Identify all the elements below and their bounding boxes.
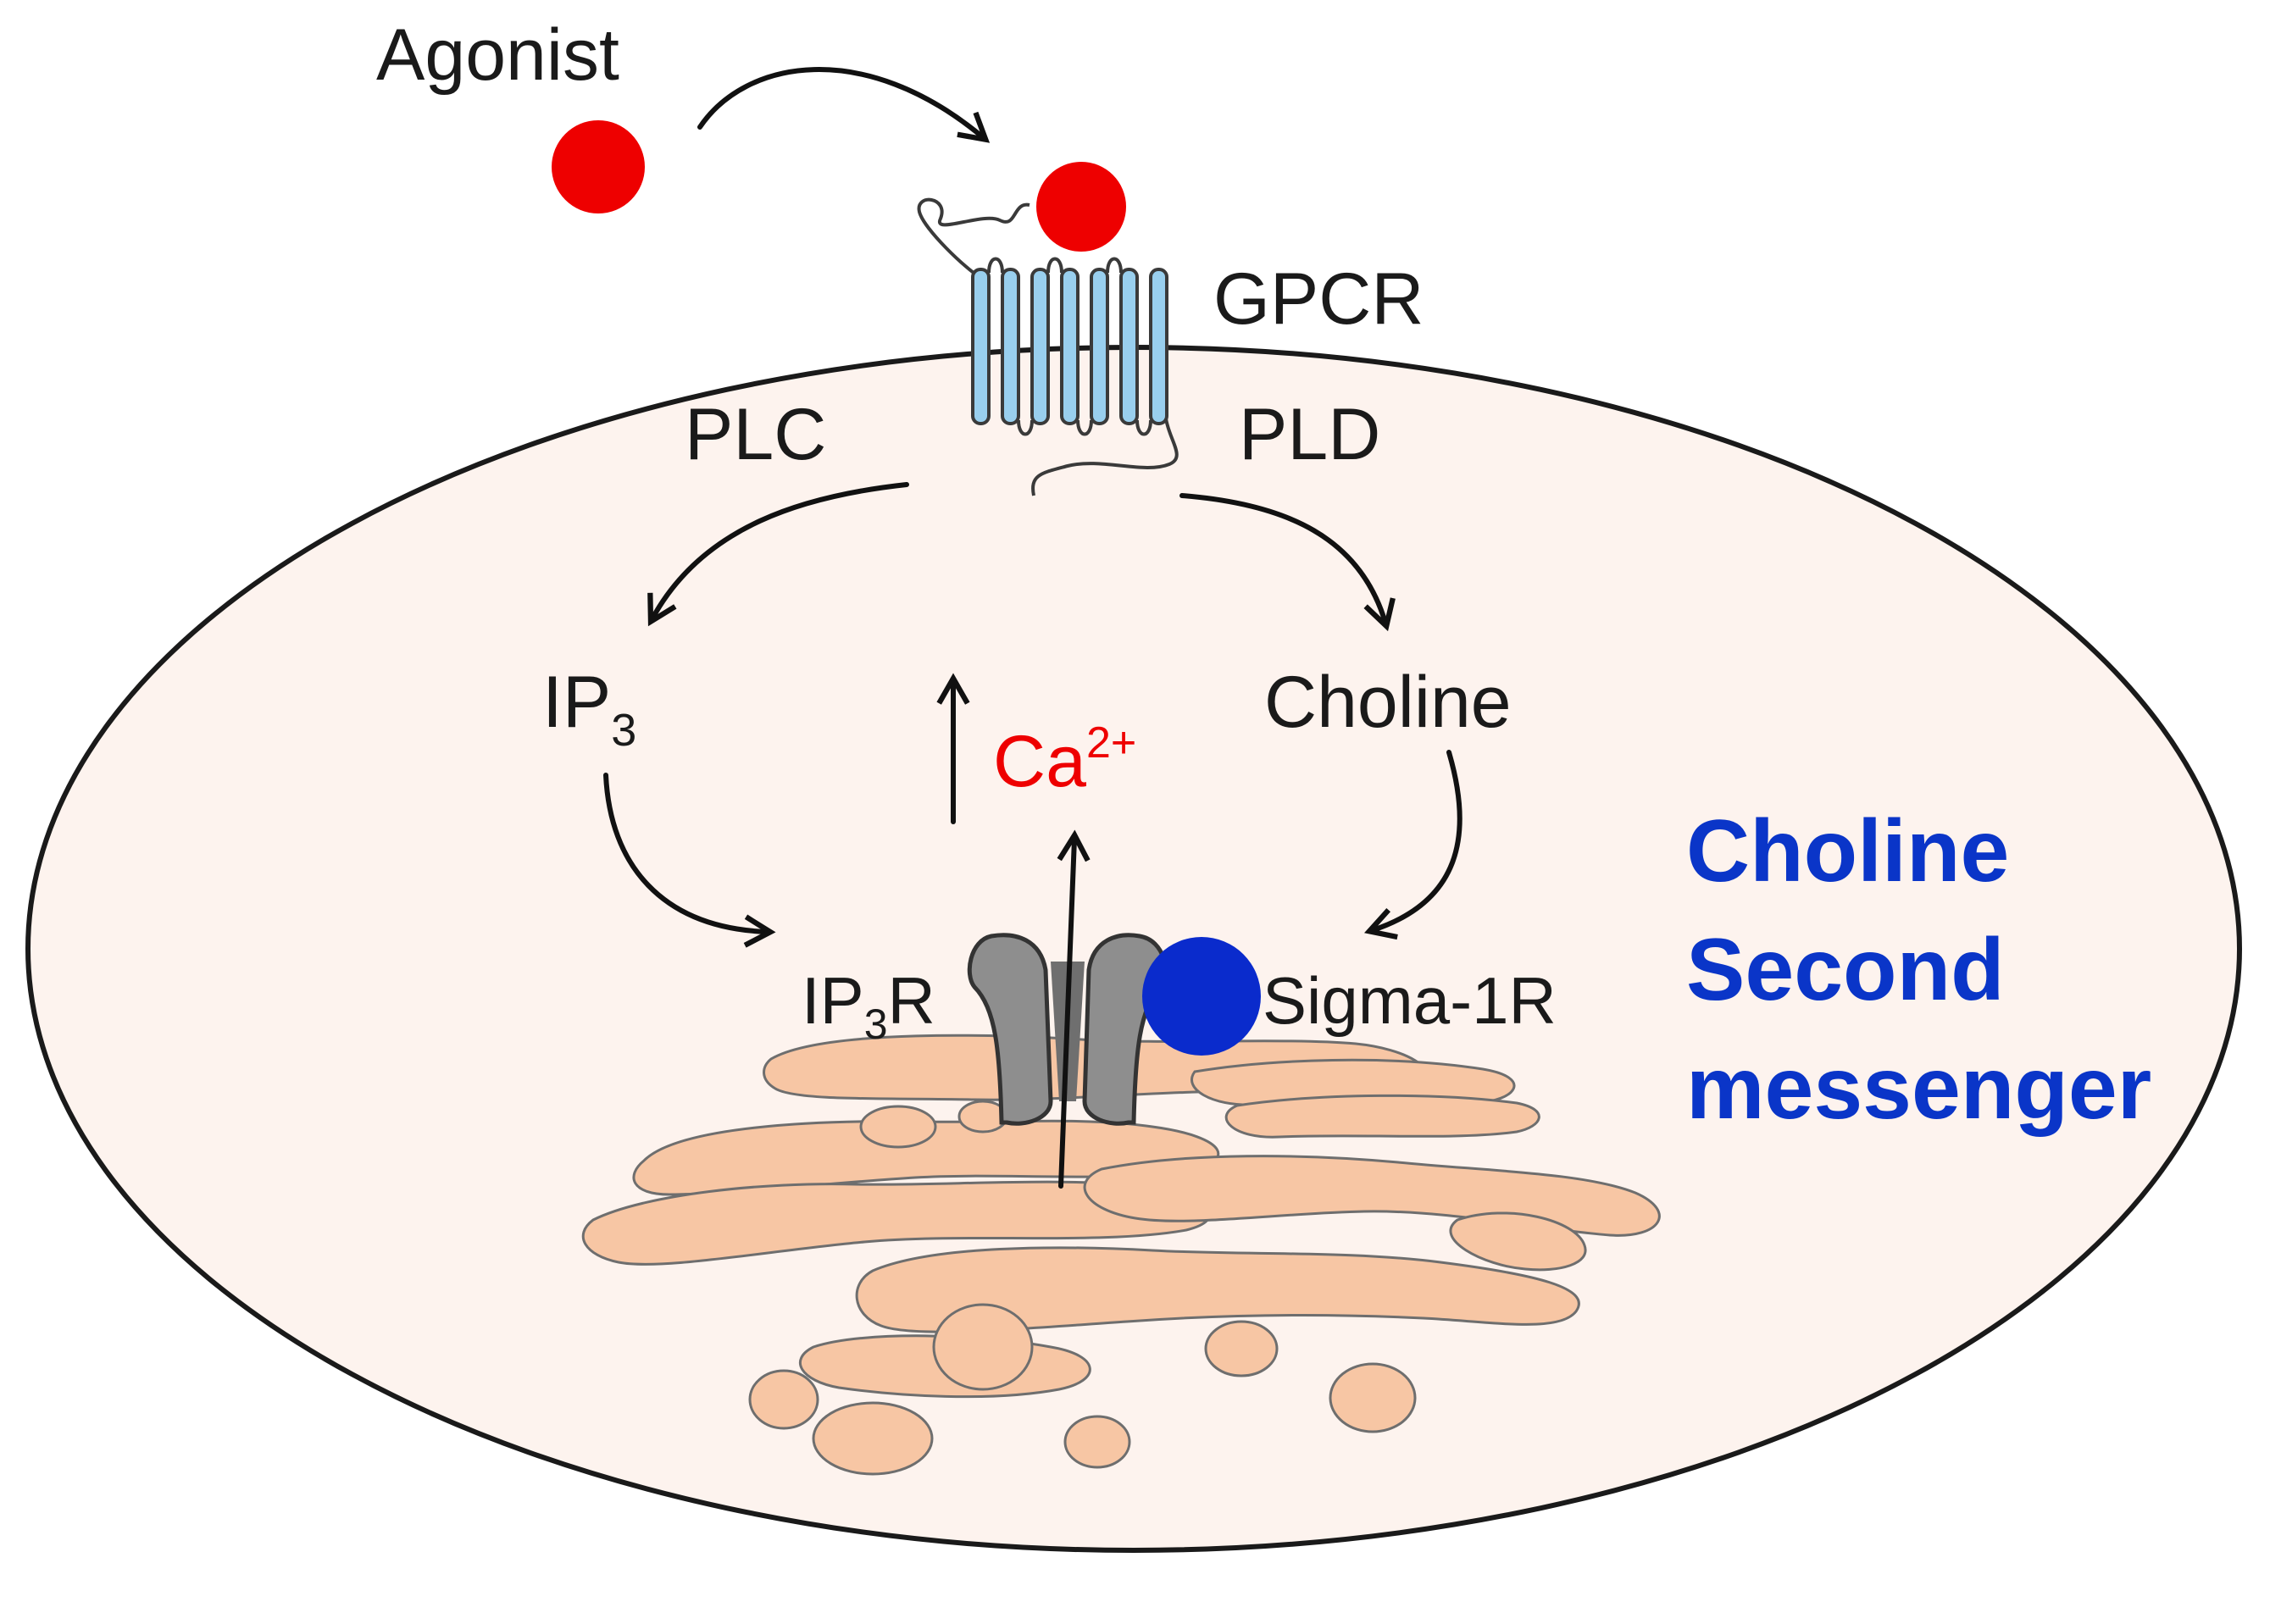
- bound-agonist-dot: [1036, 162, 1126, 252]
- er-vesicle-5: [1329, 1362, 1417, 1433]
- ip3-label: IP3: [542, 662, 636, 756]
- gpcr-bottom-loops: [1017, 419, 1152, 436]
- er-cistern-3: [1224, 1094, 1540, 1139]
- er-vesicle-6: [748, 1369, 819, 1430]
- ip3r-channel-icon: [967, 933, 1168, 1126]
- choline-second-messenger-line2: Second: [1686, 921, 2005, 1019]
- pld-to-choline-arrow: [1179, 493, 1396, 632]
- calcium-label: Ca2+: [993, 718, 1136, 802]
- agonist-binding-arrow: [697, 67, 991, 143]
- endoplasmic-reticulum-icon: [581, 1034, 1661, 1476]
- calcium-main: Ca: [993, 721, 1086, 802]
- ip3-main: IP: [542, 662, 611, 743]
- choline-second-messenger-line1: Choline: [1686, 802, 2009, 901]
- gpcr-n-terminus: [917, 197, 1030, 280]
- plc-label: PLC: [685, 394, 826, 475]
- gpcr-helix-4: [1060, 268, 1079, 425]
- plc-to-ip3-arrow: [647, 482, 909, 627]
- gpcr-top-loops: [987, 257, 1123, 274]
- choline-to-sigma-arrow: [1363, 750, 1462, 940]
- ip3r-tail: R: [888, 963, 935, 1038]
- agonist-dot: [552, 120, 645, 213]
- er-vesicle-8: [1063, 1415, 1131, 1469]
- ip3-subscript: 3: [611, 705, 636, 756]
- ip3r-main: IP: [802, 963, 864, 1038]
- gpcr-helix-5: [1090, 268, 1109, 425]
- channel-left-half: [967, 933, 1053, 1126]
- er-cistern-9: [1449, 1211, 1587, 1272]
- calcium-efflux-arrow: [1057, 829, 1091, 1189]
- choline-label: Choline: [1264, 662, 1512, 743]
- ip3r-subscript: 3: [864, 1000, 888, 1048]
- er-vesicle-4: [1204, 1320, 1279, 1377]
- er-vesicle-7: [812, 1401, 934, 1476]
- gpcr-helix-2: [1001, 268, 1020, 425]
- sigma-1r-label: Sigma-1R: [1263, 963, 1557, 1038]
- calcium-superscript: 2+: [1086, 718, 1136, 768]
- er-cistern-5: [581, 1180, 1212, 1266]
- gpcr-label: GPCR: [1213, 258, 1424, 340]
- er-vesicle-1: [859, 1105, 937, 1149]
- agonist-label: Agonist: [376, 14, 619, 96]
- gpcr-receptor-icon: [917, 162, 1179, 496]
- gpcr-helix-6: [1119, 268, 1139, 425]
- sigma-1r-dot: [1142, 937, 1261, 1056]
- ip3-to-ip3r-arrow: [603, 773, 776, 948]
- gpcr-helix-1: [971, 268, 991, 425]
- ip3r-label: IP3R: [802, 963, 935, 1048]
- er-vesicle-3: [932, 1303, 1034, 1391]
- pld-label: PLD: [1239, 394, 1380, 475]
- gpcr-helix-3: [1030, 268, 1050, 425]
- choline-second-messenger-line3: messenger: [1686, 1039, 2151, 1138]
- gpcr-c-terminus: [1031, 418, 1179, 496]
- gpcr-helix-7: [1149, 268, 1168, 425]
